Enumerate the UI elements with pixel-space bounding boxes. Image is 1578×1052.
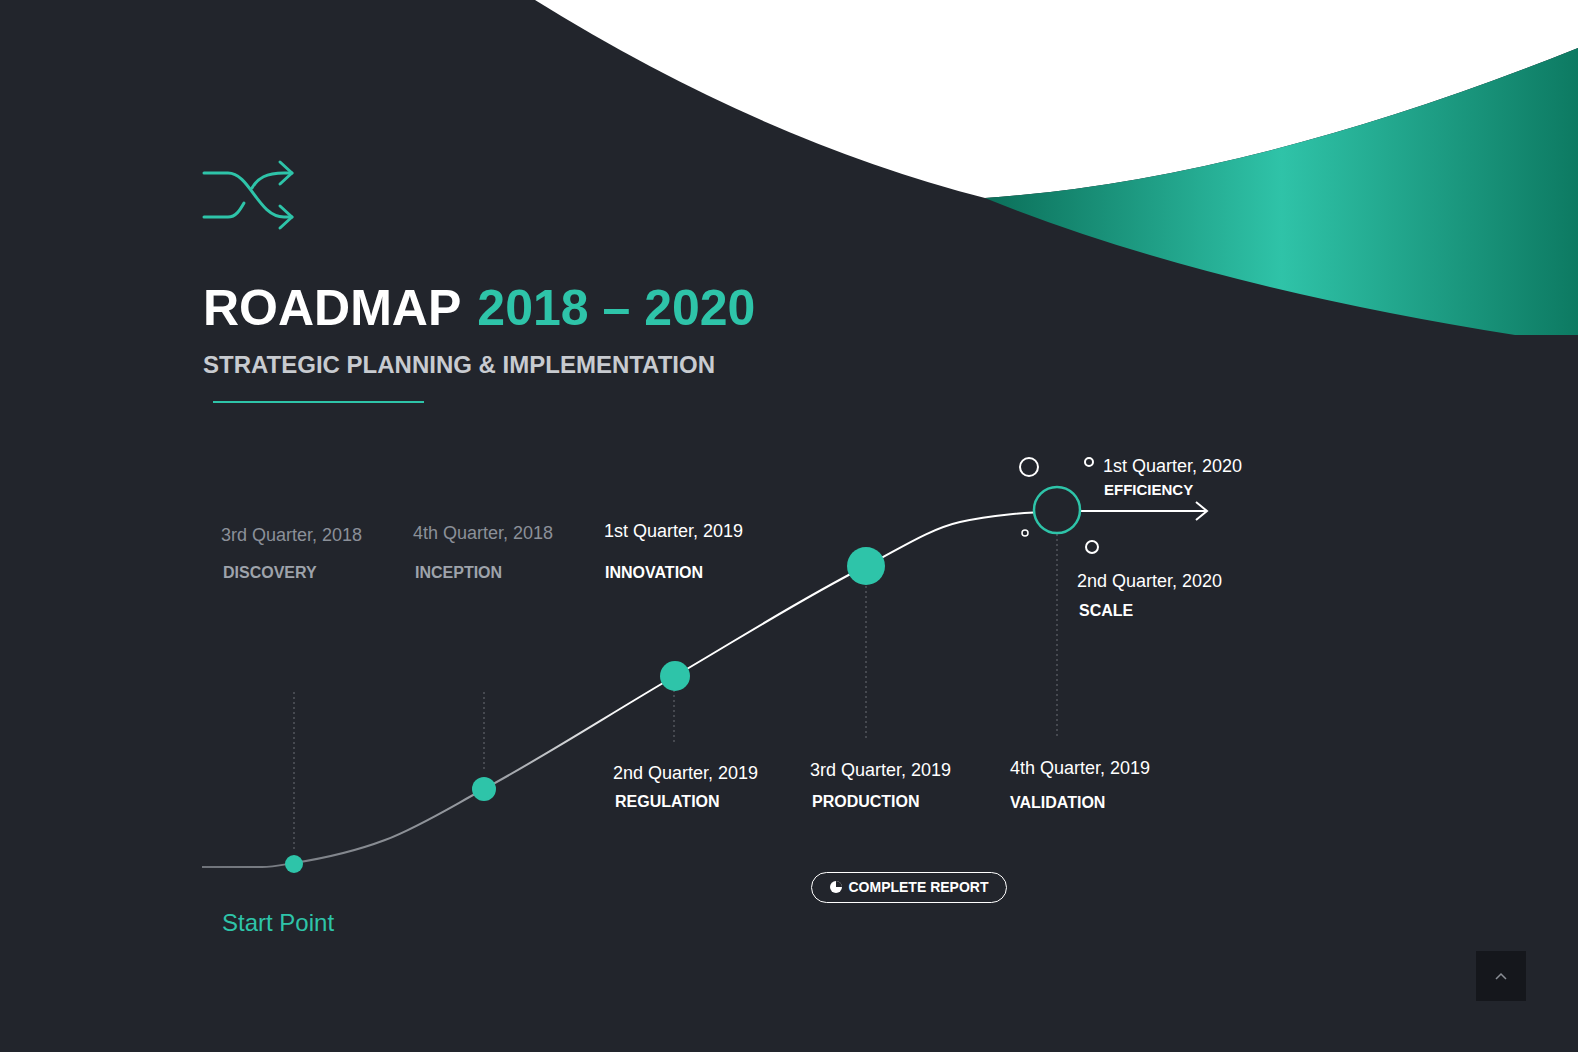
chevron-icon <box>1496 974 1506 979</box>
title: ROADMAP <box>203 280 461 338</box>
start-label: Start Point <box>222 909 334 937</box>
milestone-date: 2nd Quarter, 2019 <box>613 763 758 784</box>
report-button: COMPLETE REPORT <box>811 872 1006 903</box>
scroll-top-button <box>1476 951 1526 1001</box>
milestone-name: DISCOVERY <box>223 564 317 582</box>
milestone-date: 3rd Quarter, 2019 <box>810 760 951 781</box>
teal-wave <box>985 48 1578 335</box>
roadmap-curve <box>202 511 1057 867</box>
milestone-date: 3rd Quarter, 2018 <box>221 525 362 546</box>
shuffle-icon <box>204 162 292 228</box>
milestone-name: INCEPTION <box>415 564 502 582</box>
milestone-date: 1st Quarter, 2020 <box>1103 456 1242 477</box>
button-text: COMPLETE REPORT <box>848 879 988 895</box>
milestone-name: REGULATION <box>615 793 720 811</box>
milestone-date: 4th Quarter, 2019 <box>1010 758 1150 779</box>
guide-lines <box>294 534 1057 850</box>
milestone-name: PRODUCTION <box>812 793 920 811</box>
milestone-name: VALIDATION <box>1010 794 1105 812</box>
title-years: 2018 – 2020 <box>477 280 755 338</box>
milestone-name: SCALE <box>1079 602 1133 620</box>
milestone-date: 2nd Quarter, 2020 <box>1077 571 1222 592</box>
milestone-dots <box>285 458 1098 873</box>
subtitle: STRATEGIC PLANNING & IMPLEMENTATION <box>203 351 715 379</box>
milestone-name: EFFICIENCY <box>1104 481 1193 498</box>
milestone-date: 1st Quarter, 2019 <box>604 521 743 542</box>
arrow <box>1080 502 1207 520</box>
milestone-date: 4th Quarter, 2018 <box>413 523 553 544</box>
title-underline <box>213 401 424 403</box>
pie-icon <box>829 880 843 894</box>
milestone-name: INNOVATION <box>605 564 703 582</box>
